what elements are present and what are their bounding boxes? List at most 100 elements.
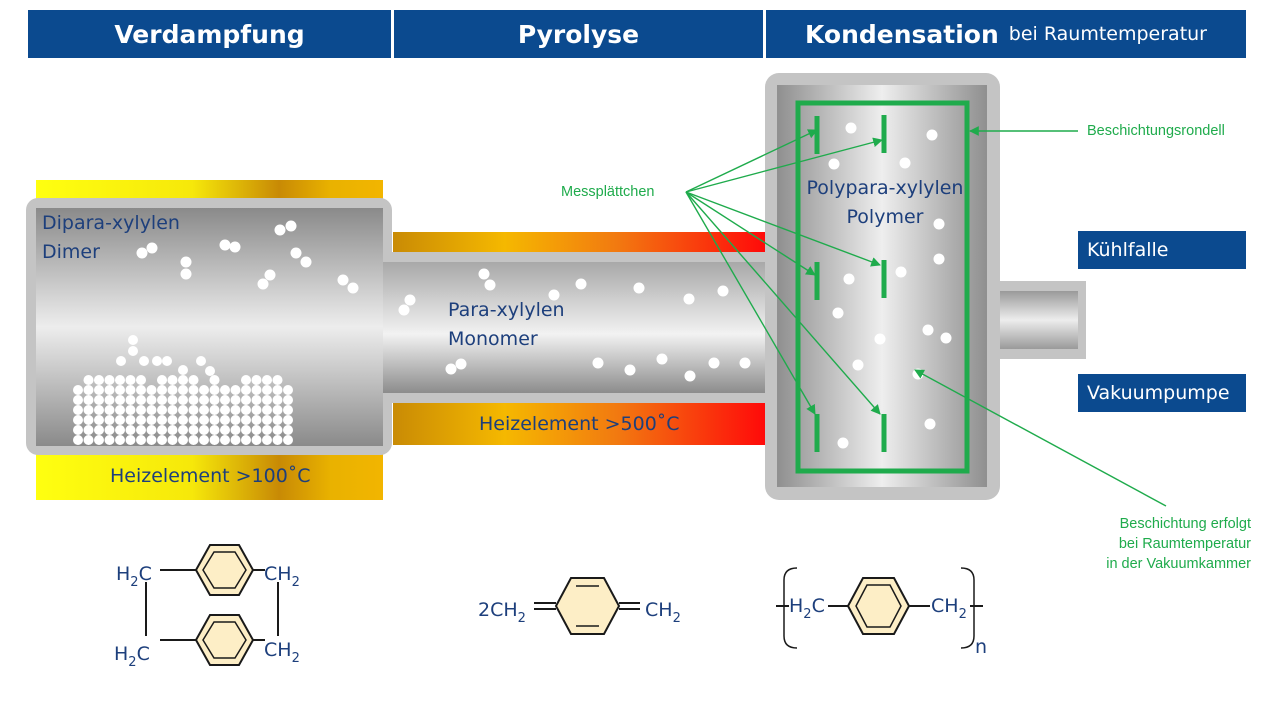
dimer-particle <box>205 366 215 376</box>
coating-carousel <box>795 100 970 474</box>
dimer-particle <box>178 415 188 425</box>
test-plate <box>814 414 820 452</box>
header-title: Verdampfung <box>114 19 305 49</box>
dimer-particle <box>283 395 293 405</box>
dimer-particle <box>115 425 125 435</box>
dimer-particle <box>94 405 104 415</box>
test-plate <box>814 262 820 300</box>
dimer-particle <box>167 435 178 445</box>
dimer-particle <box>83 425 94 435</box>
dimer-particle <box>251 385 262 395</box>
vapor-particle <box>592 357 604 369</box>
heater-2-label: Heizelement >500˚C <box>479 413 680 435</box>
dimer-particle <box>136 405 146 415</box>
header-verdampfung: Verdampfung <box>28 10 391 58</box>
vapor-particle <box>337 274 349 286</box>
dimer-particle <box>83 385 94 395</box>
dimer-particle <box>167 425 178 435</box>
dimer-particle <box>104 385 115 395</box>
vapor-particle <box>300 256 312 268</box>
dimer-particle <box>167 405 178 415</box>
dimer-particle <box>262 405 272 415</box>
heater-2-top <box>393 232 765 252</box>
dimer-particle <box>115 385 125 395</box>
formula-h: H <box>789 595 803 617</box>
vapor-particle <box>852 359 864 371</box>
monomer-name: Para-xylylen <box>448 299 565 321</box>
vapor-particle <box>708 357 720 369</box>
dimer-particle <box>157 435 167 445</box>
dimer-particle <box>167 395 178 405</box>
dimer-particle <box>241 425 251 435</box>
dimer-name: Dipara-xylylen <box>42 212 180 234</box>
polymer-type: Polymer <box>846 206 924 228</box>
dimer-particle <box>262 425 272 435</box>
dimer-particle <box>272 395 283 405</box>
dimer-particle <box>199 435 209 445</box>
formula-c: C <box>139 563 152 585</box>
dimer-particle <box>209 425 220 435</box>
dimer-particle <box>146 435 157 445</box>
dimer-particle <box>116 356 126 366</box>
dimer-particle <box>115 375 125 385</box>
vapor-particle <box>478 268 490 280</box>
dimer-particle <box>83 405 94 415</box>
formula-sub: 2 <box>130 575 138 590</box>
dimer-particle <box>188 405 199 415</box>
monomer-label: Para-xylylen Monomer <box>448 296 565 354</box>
dimer-particle <box>73 385 83 395</box>
formula-ch: CH <box>264 563 292 585</box>
dimer-particle <box>104 435 115 445</box>
vapor-particle <box>828 158 840 170</box>
vapor-particle <box>136 247 148 259</box>
vapor-particle <box>146 242 158 254</box>
vapor-particle <box>684 370 696 382</box>
vapor-particle <box>290 247 302 259</box>
coating-arrow <box>914 369 1167 507</box>
svg-text:2CH2: 2CH2 <box>478 599 526 626</box>
svg-text:CH2: CH2 <box>645 599 681 626</box>
vapor-particle <box>895 266 907 278</box>
dimer-particle <box>128 346 138 356</box>
dimer-particle <box>178 405 188 415</box>
formula-c: C <box>137 643 150 665</box>
vapor-particle <box>229 241 241 253</box>
dimer-particle <box>283 405 293 415</box>
formula-h: H <box>116 563 130 585</box>
dimer-particle <box>104 375 115 385</box>
dimer-particle <box>199 415 209 425</box>
vapor-particle <box>285 220 297 232</box>
svg-text:CH2: CH2 <box>264 563 300 590</box>
vapor-particle <box>922 324 934 336</box>
formula-sub: 2 <box>803 607 811 622</box>
formula-2ch: 2CH <box>478 599 518 621</box>
dimer-particle <box>94 415 104 425</box>
dimer-particle <box>188 375 199 385</box>
dimer-particle <box>230 395 241 405</box>
dimer-particle <box>115 395 125 405</box>
dimer-particle <box>94 435 104 445</box>
dimer-particle <box>283 435 293 445</box>
dimer-particle <box>146 395 157 405</box>
formula-h: H <box>114 643 128 665</box>
dimer-particle <box>94 375 104 385</box>
messplaettchen-arrow <box>685 129 818 193</box>
formula-ch: CH <box>931 595 959 617</box>
dimer-particle <box>178 375 188 385</box>
dimer-particle <box>220 405 230 415</box>
vapor-particle <box>933 253 945 265</box>
coating-note-line-2: bei Raumtemperatur <box>1118 536 1251 552</box>
vapor-particle <box>404 294 416 306</box>
vapor-particle <box>837 437 849 449</box>
dimer-particle <box>188 435 199 445</box>
test-plate <box>881 260 887 298</box>
messplaettchen-label: Messplättchen <box>561 184 655 200</box>
svg-text:CH2: CH2 <box>931 595 967 622</box>
header-pyrolyse: Pyrolyse <box>394 10 763 58</box>
dimer-label: Dipara-xylylen Dimer <box>42 209 180 267</box>
dimer-particle <box>136 395 146 405</box>
dimer-particle <box>283 415 293 425</box>
dimer-particle <box>241 435 251 445</box>
dimer-particle <box>230 405 241 415</box>
dimer-particle <box>220 425 230 435</box>
